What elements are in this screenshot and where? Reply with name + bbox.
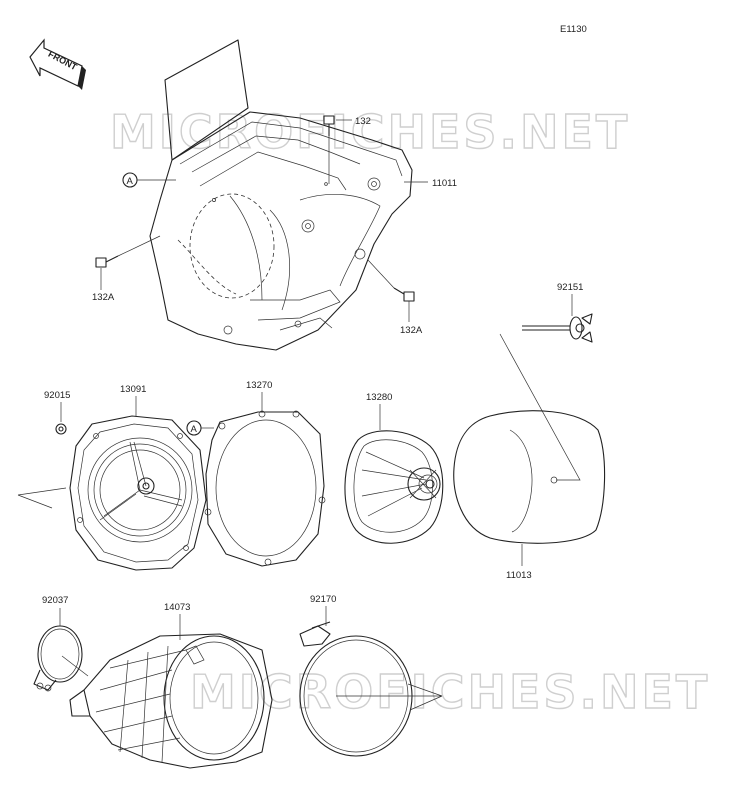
washer-92015-icon: [55, 423, 67, 435]
label-14073: 14073: [164, 602, 190, 613]
air-cleaner-housing: [149, 39, 413, 351]
label-92151: 92151: [557, 282, 583, 293]
label-11011: 11011: [432, 178, 457, 189]
front-arrow-icon: FRONT: [29, 38, 86, 90]
label-11013: 11013: [506, 570, 532, 581]
element-holder-13091: [69, 415, 207, 571]
watermark-top: MICROFICHES.NET: [110, 105, 630, 159]
gasket-13270: [204, 410, 326, 567]
intake-duct-14073: [69, 633, 273, 769]
label-92037: 92037: [42, 595, 68, 606]
bolt-132a-right-icon: [393, 287, 415, 302]
bolt-132a-left-icon: [95, 255, 119, 268]
ref-a-letter-top: A: [127, 176, 134, 187]
label-132a-right: 132A: [400, 325, 423, 336]
bolt-132-icon: [323, 115, 335, 136]
ref-a-letter-mid: A: [191, 424, 198, 435]
label-13280: 13280: [366, 392, 392, 403]
label-92015: 92015: [44, 390, 70, 401]
filter-cage-13280: [344, 430, 444, 544]
label-92170: 92170: [310, 594, 336, 605]
label-13270: 13270: [246, 380, 272, 391]
diagram-code: E1130: [560, 24, 587, 35]
filter-element-11013: [453, 410, 606, 544]
wing-bolt-92151-icon: [522, 313, 593, 343]
label-132: 132: [355, 116, 371, 127]
label-13091: 13091: [120, 384, 146, 395]
watermark-bottom: MICROFICHES.NET: [190, 665, 710, 719]
label-132a-left: 132A: [92, 292, 115, 303]
clamp-92037: [33, 625, 83, 692]
